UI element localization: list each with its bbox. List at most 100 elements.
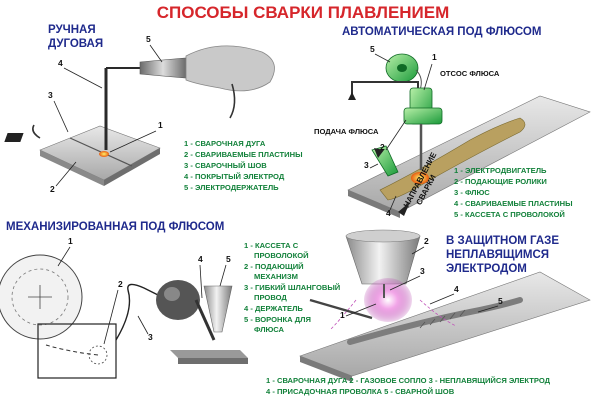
gas-heading-line3: ЭЛЕКТРОДОМ bbox=[446, 263, 527, 275]
gas-leader-5 bbox=[477, 305, 499, 313]
manual-heading-line2: ДУГОВАЯ bbox=[48, 38, 103, 50]
manual-holder-cable bbox=[229, 83, 236, 119]
manual-num-3: 3 bbox=[48, 90, 53, 100]
mechanized-leader-4 bbox=[199, 264, 203, 299]
automatic-legend-4: 4 - СВАРИВАЕМЫЕ ПЛАСТИНЫ bbox=[454, 199, 573, 208]
automatic-suction-pipe bbox=[351, 81, 419, 96]
gas-leader-3 bbox=[389, 275, 421, 291]
mechanized-num-5: 5 bbox=[226, 254, 231, 264]
mechanized-mechanism-highlight bbox=[164, 287, 180, 301]
manual-plate-edge-right bbox=[104, 148, 160, 186]
mechanized-leader-5 bbox=[219, 264, 227, 287]
mechanized-legend-3b: ПРОВОД bbox=[254, 293, 287, 302]
gas-num-2: 2 bbox=[424, 236, 429, 246]
mechanized-legend-1: 1 - КАССЕТА С bbox=[244, 241, 299, 250]
manual-arc-section: РУЧНАЯ ДУГОВАЯ 5 4 3 1 2 1 - СВАРОЧНАЯ Д… bbox=[4, 24, 303, 194]
mechanized-leader-1 bbox=[57, 246, 71, 267]
manual-num-2: 2 bbox=[50, 184, 55, 194]
gas-shield-flow bbox=[329, 299, 457, 331]
automatic-feed-label: ПОДАЧА ФЛЮСА bbox=[314, 127, 379, 136]
manual-leader-1 bbox=[109, 130, 157, 153]
gas-leader-2 bbox=[411, 246, 425, 255]
automatic-flux-bed bbox=[379, 117, 526, 201]
mechanized-feed-mechanism bbox=[156, 280, 200, 320]
manual-leader-3 bbox=[53, 100, 69, 133]
manual-ground-clamp bbox=[4, 133, 24, 142]
manual-hand bbox=[185, 45, 275, 92]
automatic-feed-arrow bbox=[374, 148, 384, 158]
gas-nozzle bbox=[345, 235, 421, 285]
automatic-section: АВТОМАТИЧЕСКАЯ ПОД ФЛЮСОМ ОТСОС ФЛЮСА ПО… bbox=[314, 26, 591, 219]
mechanized-plate bbox=[170, 350, 248, 358]
automatic-direction-arrow bbox=[398, 202, 410, 216]
manual-legend-1: 1 - СВАРОЧНАЯ ДУГА bbox=[184, 139, 266, 148]
gas-num-1: 1 bbox=[340, 310, 345, 320]
automatic-num-3: 3 bbox=[364, 160, 369, 170]
mechanized-leader-3 bbox=[137, 315, 149, 335]
manual-num-5: 5 bbox=[146, 34, 151, 44]
automatic-num-2: 2 bbox=[380, 142, 385, 152]
gas-plate bbox=[299, 271, 591, 377]
mechanized-heading: МЕХАНИЗИРОВАННАЯ ПОД ФЛЮСОМ bbox=[6, 221, 224, 233]
page-title: СПОСОБЫ СВАРКИ ПЛАВЛЕНИЕМ bbox=[157, 3, 450, 22]
automatic-legend-1: 1 - ЭЛЕКТРОДВИГАТЕЛЬ bbox=[454, 166, 547, 175]
manual-legend-2: 2 - СВАРИВАЕМЫЕ ПЛАСТИНЫ bbox=[184, 150, 303, 159]
automatic-num-4: 4 bbox=[386, 208, 391, 218]
manual-num-1: 1 bbox=[158, 120, 163, 130]
manual-num-4: 4 bbox=[58, 58, 63, 68]
mechanized-legend-5: 5 - ВОРОНКА ДЛЯ bbox=[244, 315, 311, 324]
mechanized-num-2: 2 bbox=[118, 279, 123, 289]
mechanized-legend-3: 3 - ГИБКИЙ ШЛАНГОВЫЙ bbox=[244, 283, 340, 292]
mechanized-num-1: 1 bbox=[68, 236, 73, 246]
automatic-plate-edge bbox=[348, 190, 400, 218]
mechanized-roller bbox=[88, 345, 108, 365]
mechanized-legend-5b: ФЛЮСА bbox=[254, 325, 285, 334]
mechanized-num-4: 4 bbox=[198, 254, 203, 264]
automatic-legend-2: 2 - ПОДАЮЩИЕ РОЛИКИ bbox=[454, 177, 547, 186]
mechanized-legend-4: 4 - ДЕРЖАТЕЛЬ bbox=[244, 304, 303, 313]
mechanized-section: МЕХАНИЗИРОВАННАЯ ПОД ФЛЮСОМ 1 2 3 4 5 bbox=[0, 221, 340, 379]
gas-num-4: 4 bbox=[454, 284, 459, 294]
manual-leader-2 bbox=[55, 161, 77, 187]
gas-leader-4 bbox=[429, 293, 455, 305]
gas-num-3: 3 bbox=[420, 266, 425, 276]
automatic-leader-5 bbox=[374, 53, 391, 63]
gas-leader-1 bbox=[345, 303, 377, 317]
mechanized-plate-edge bbox=[178, 358, 248, 364]
mechanized-leader-2 bbox=[103, 289, 119, 345]
manual-ground-cable bbox=[32, 124, 41, 139]
gas-heading-line1: В ЗАЩИТНОМ ГАЗЕ bbox=[446, 235, 559, 247]
manual-legend-5: 5 - ЭЛЕКТРОДЕРЖАТЕЛЬ bbox=[184, 183, 279, 192]
automatic-leader-2 bbox=[385, 119, 407, 151]
manual-arc bbox=[99, 151, 109, 157]
automatic-legend-3: 3 - ФЛЮС bbox=[454, 188, 490, 197]
gas-section: В ЗАЩИТНОМ ГАЗЕ НЕПЛАВЯЩИМСЯ ЭЛЕКТРОДОМ … bbox=[266, 229, 591, 396]
gas-filler-wire bbox=[309, 298, 373, 320]
automatic-cassette-hub bbox=[397, 64, 407, 72]
automatic-leader-1 bbox=[423, 63, 433, 91]
manual-leader-4 bbox=[63, 67, 103, 89]
manual-leader-5 bbox=[149, 44, 163, 63]
mechanized-legend-1b: ПРОВОЛОКОЙ bbox=[254, 251, 309, 260]
manual-heading-line1: РУЧНАЯ bbox=[48, 24, 96, 36]
gas-plate-edge bbox=[300, 356, 352, 382]
mechanized-flux-funnel bbox=[203, 285, 233, 333]
automatic-leader-4 bbox=[389, 195, 397, 211]
automatic-heading: АВТОМАТИЧЕСКАЯ ПОД ФЛЮСОМ bbox=[342, 26, 541, 38]
automatic-arc bbox=[411, 172, 429, 184]
gas-heading-line2: НЕПЛАВЯЩИМСЯ bbox=[446, 249, 549, 261]
gas-num-5: 5 bbox=[498, 296, 503, 306]
automatic-suction-label: ОТСОС ФЛЮСА bbox=[440, 69, 500, 78]
mechanized-holder bbox=[194, 299, 216, 341]
automatic-legend-5: 5 - КАССЕТА С ПРОВОЛОКОЙ bbox=[454, 210, 565, 219]
gas-legend-line2: 4 - ПРИСАДОЧНАЯ ПРОВОЛКА 5 - СВАРНОЙ ШОВ bbox=[266, 387, 455, 396]
gas-weld-ripples bbox=[419, 309, 466, 329]
gas-legend-line1: 1 - СВАРОЧНАЯ ДУГА 2 - ГАЗОВОЕ СОПЛО 3 -… bbox=[266, 376, 551, 385]
manual-legend-3: 3 - СВАРОЧНЫЙ ШОВ bbox=[184, 161, 267, 170]
mechanized-cassette-coil bbox=[11, 268, 69, 326]
manual-holder bbox=[139, 57, 187, 79]
mechanized-legend-2b: МЕХАНИЗМ bbox=[254, 272, 298, 281]
automatic-leader-3 bbox=[369, 163, 379, 169]
mechanized-feeder-box bbox=[37, 323, 117, 379]
